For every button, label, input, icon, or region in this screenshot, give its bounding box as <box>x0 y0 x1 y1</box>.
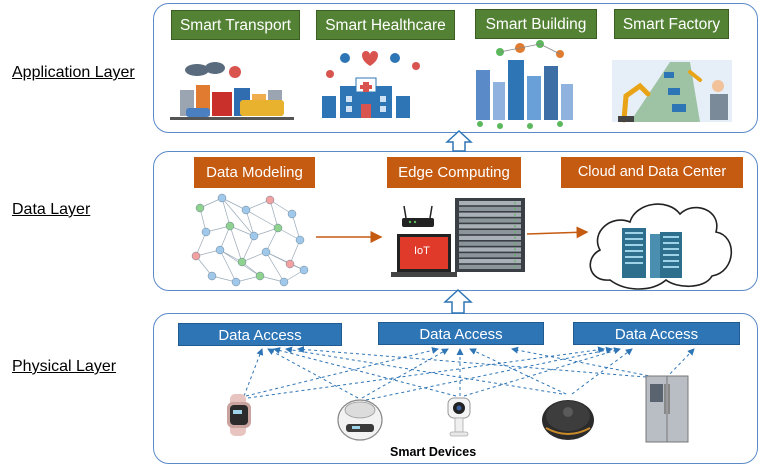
laptop-screen-text: IoT <box>414 245 430 257</box>
smart-fridge-icon <box>645 375 689 443</box>
smart-devices-caption: Smart Devices <box>390 445 477 459</box>
smart-transport-tag: Smart Transport <box>171 10 300 40</box>
smart-factory-illustration <box>612 60 732 123</box>
laptop-icon <box>391 234 457 277</box>
up-arrow-icon <box>445 129 473 152</box>
physical-layer-label: Physical Layer <box>12 358 117 375</box>
smart-factory-tag: Smart Factory <box>614 9 729 39</box>
smart-transport-illustration <box>170 62 294 120</box>
smart-building-tag: Smart Building <box>475 9 597 39</box>
smart-healthcare-illustration <box>322 51 420 118</box>
data-modeling-network-icon <box>191 193 309 287</box>
device-to-access-arrows <box>243 345 695 401</box>
smart-building-illustration <box>476 40 573 129</box>
security-camera-icon <box>447 397 471 437</box>
data-access-tag-2: Data Access <box>378 322 544 345</box>
data-access-tag-1: Data Access <box>178 323 342 346</box>
data-access-tag-3: Data Access <box>573 322 740 345</box>
up-arrow-icon <box>443 288 473 314</box>
data-layer-label: Data Layer <box>12 201 91 218</box>
data-modeling-tag: Data Modeling <box>194 157 315 188</box>
server-rack-icon <box>455 198 525 272</box>
edge-computing-tag: Edge Computing <box>387 157 521 188</box>
application-layer-label: Application Layer <box>12 64 135 81</box>
cloud-data-center-icon <box>589 203 733 290</box>
router-icon <box>402 205 434 227</box>
smartwatch-icon <box>227 394 251 436</box>
smart-healthcare-tag: Smart Healthcare <box>316 10 455 40</box>
robot-vacuum-icon <box>542 400 594 440</box>
cloud-data-center-tag: Cloud and Data Center <box>561 157 743 188</box>
robot-cooker-icon <box>337 399 383 441</box>
